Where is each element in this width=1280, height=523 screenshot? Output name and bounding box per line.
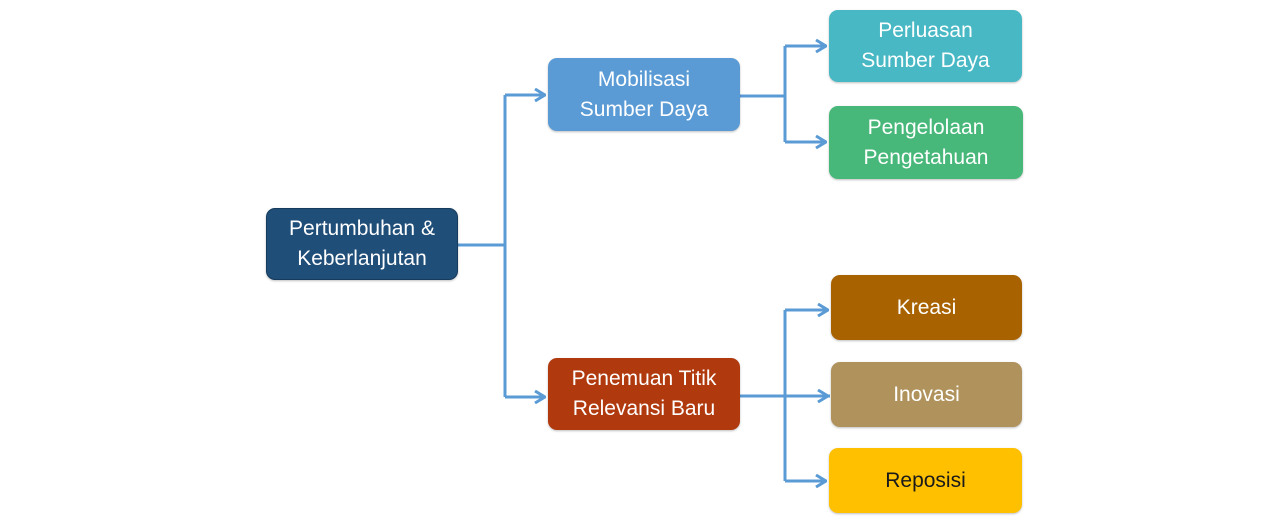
node-label-line: Kreasi xyxy=(896,295,957,319)
node-label-line: Sumber Daya xyxy=(579,97,709,121)
node-inovasi: Inovasi xyxy=(831,362,1022,427)
node-label-line: Pengelolaan xyxy=(867,115,985,139)
node-label-line: Reposisi xyxy=(885,468,966,492)
node-label-line: Relevansi Baru xyxy=(572,397,716,420)
node-label-line: Inovasi xyxy=(893,382,960,406)
node-label-line: Pertumbuhan & xyxy=(289,217,435,240)
node-label-line: Penemuan Titik xyxy=(571,367,717,390)
node-label-line: Sumber Daya xyxy=(861,49,990,72)
node-label-line: Mobilisasi xyxy=(597,67,691,91)
node-label-line: Keberlanjutan xyxy=(297,247,427,270)
node-reposisi: Reposisi xyxy=(829,448,1022,513)
node-label-line: Pengetahuan xyxy=(863,145,989,169)
node-pengelolaan-pengetahuan: Pengelolaan Pengetahuan xyxy=(829,106,1023,179)
node-pertumbuhan-keberlanjutan: Pertumbuhan & Keberlanjutan xyxy=(266,208,458,280)
node-label-line: Perluasan xyxy=(878,19,973,42)
node-kreasi: Kreasi xyxy=(831,275,1022,340)
node-perluasan-sumber-daya: Perluasan Sumber Daya xyxy=(829,10,1022,82)
node-mobilisasi-sumber-daya: Mobilisasi Sumber Daya xyxy=(548,58,740,131)
node-penemuan-titik-relevansi-baru: Penemuan Titik Relevansi Baru xyxy=(548,358,740,430)
